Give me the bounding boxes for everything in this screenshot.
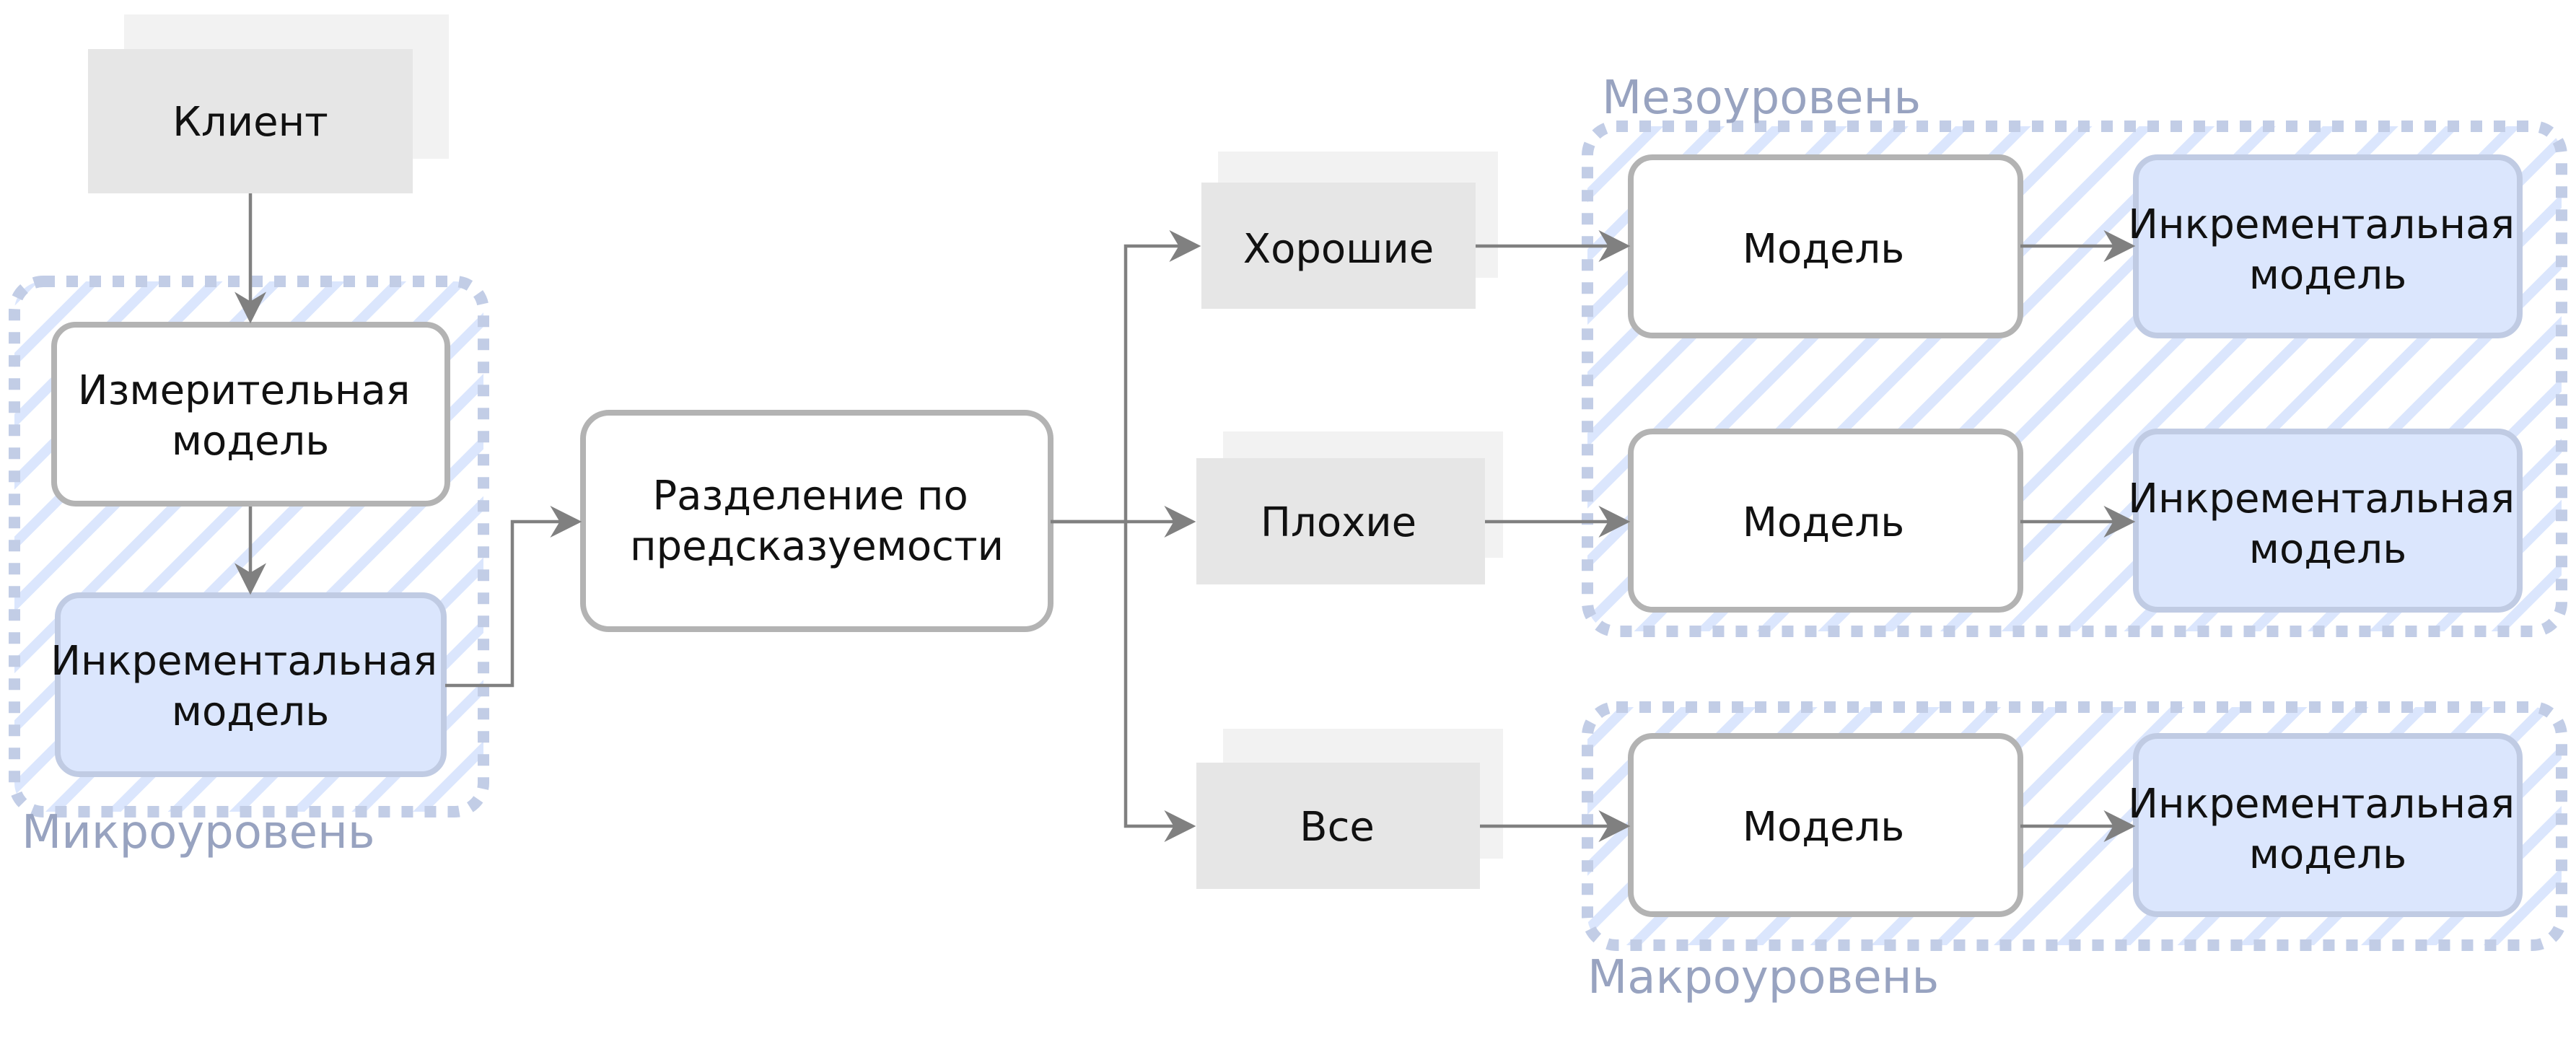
incremental-model-node-all bbox=[2133, 733, 2523, 917]
model-label-good: Модель bbox=[1743, 226, 1905, 273]
bad-segment-node bbox=[1196, 458, 1485, 584]
micro-incremental-model-label: Инкрементальная модель bbox=[51, 638, 450, 735]
measurement-model-label: Измерительная модель bbox=[78, 367, 424, 465]
meso-level-label: Мезоуровень bbox=[1602, 71, 1921, 125]
client-label: Клиент bbox=[172, 99, 328, 146]
good-segment-node bbox=[1201, 183, 1476, 309]
good-segment-label: Хорошие bbox=[1243, 226, 1434, 273]
edge-micro-to-split bbox=[445, 506, 582, 688]
measurement-model-node bbox=[51, 322, 450, 507]
client-node bbox=[88, 49, 413, 193]
bad-segment-label: Плохие bbox=[1261, 499, 1416, 546]
macro-level-label: Макроуровень bbox=[1587, 951, 1939, 1004]
micro-incremental-model-node bbox=[55, 592, 447, 777]
edge-split-to-all bbox=[1123, 522, 1196, 842]
incremental-model-label-all: Инкрементальная модель bbox=[2128, 781, 2528, 878]
model-label-bad: Модель bbox=[1743, 499, 1905, 546]
incremental-model-node-good bbox=[2133, 154, 2523, 338]
micro-level-label: Микроуровень bbox=[22, 806, 375, 859]
model-label-all: Модель bbox=[1743, 804, 1905, 851]
incremental-model-label-bad: Инкрементальная модель bbox=[2128, 475, 2528, 573]
all-segment-node bbox=[1196, 763, 1480, 889]
incremental-model-label-good: Инкрементальная модель bbox=[2128, 201, 2528, 299]
split-node bbox=[580, 410, 1053, 632]
all-segment-label: Все bbox=[1300, 804, 1375, 851]
incremental-model-node-bad bbox=[2133, 429, 2523, 613]
split-label: Разделение по предсказуемости bbox=[630, 473, 1004, 570]
edge-split-to-good bbox=[1051, 230, 1201, 524]
